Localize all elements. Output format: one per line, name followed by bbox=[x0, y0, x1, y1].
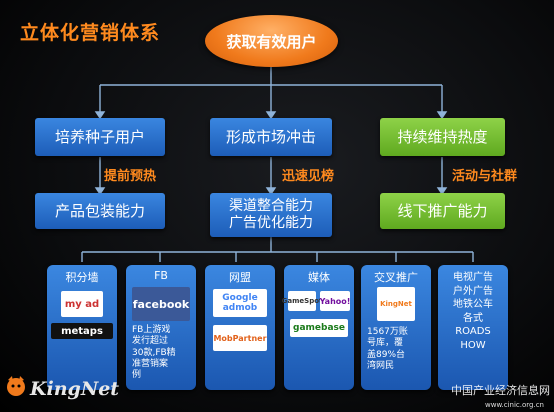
myad-logo: my ad bbox=[61, 291, 103, 317]
channel-offerwall: 积分墙 my ad metaps bbox=[47, 265, 117, 390]
channel-title: 交叉推广 bbox=[374, 271, 418, 284]
watermark-url: www.cinic.org.cn bbox=[485, 401, 544, 409]
cat-logo-icon bbox=[7, 376, 25, 396]
watermark: 中国产业经济信息网 bbox=[451, 384, 550, 397]
channel-fb: FB facebook FB上游戏 发行超过 30款,FB精 准营销案 例 bbox=[126, 265, 196, 390]
diagram-title: 立体化营销体系 bbox=[20, 22, 161, 44]
pillar-seed-users: 培养种子用户 bbox=[35, 118, 165, 156]
metaps-logo: metaps bbox=[51, 323, 113, 339]
sub-packaging: 产品包装能力 bbox=[35, 193, 165, 229]
kingnet-logo: KingNet bbox=[377, 287, 415, 321]
channel-desc: 电视广告 户外广告 地铁公车 各式 ROADS HOW bbox=[453, 272, 493, 351]
pillar-market-impact: 形成市场冲击 bbox=[210, 118, 332, 156]
root-node: 获取有效用户 bbox=[205, 15, 338, 67]
sub-channel-ads: 渠道整合能力 广告优化能力 bbox=[210, 193, 332, 237]
tag-preheat: 提前预热 bbox=[104, 169, 157, 184]
sub-offline: 线下推广能力 bbox=[380, 193, 505, 229]
mobpartner-logo: MobPartner bbox=[213, 325, 267, 351]
channel-offline-ads: 电视广告 户外广告 地铁公车 各式 ROADS HOW bbox=[438, 265, 508, 390]
channel-title: 网盟 bbox=[229, 271, 251, 284]
channel-desc: FB上游戏 发行超过 30款,FB精 准营销案 例 bbox=[132, 325, 176, 380]
channel-desc: 1567万账 号库，覆 盖89%台 湾网民 bbox=[367, 327, 408, 371]
channel-adnetwork: 网盟 Google admob MobPartner bbox=[205, 265, 275, 390]
google-admob-logo: Google admob bbox=[213, 289, 267, 317]
kingnet-brand: KingNet bbox=[30, 378, 120, 400]
tag-quick-rank: 迅速见榜 bbox=[282, 169, 335, 184]
yahoo-logo: Yahoo! bbox=[320, 291, 350, 311]
channel-title: 媒体 bbox=[308, 271, 330, 284]
gamespot-logo: GameSpot bbox=[282, 291, 322, 311]
channel-title: FB bbox=[154, 269, 168, 282]
tag-activities: 活动与社群 bbox=[452, 169, 518, 184]
pillar-sustain-heat: 持续维持热度 bbox=[380, 118, 505, 156]
channel-title: 积分墙 bbox=[65, 271, 99, 284]
facebook-logo: facebook bbox=[132, 287, 190, 321]
channel-media: 媒体 GameSpot Yahoo! gamebase bbox=[282, 265, 354, 390]
channel-cross-promo: 交叉推广 KingNet 1567万账 号库，覆 盖89%台 湾网民 bbox=[361, 265, 431, 390]
gamebase-logo: gamebase bbox=[290, 319, 348, 337]
